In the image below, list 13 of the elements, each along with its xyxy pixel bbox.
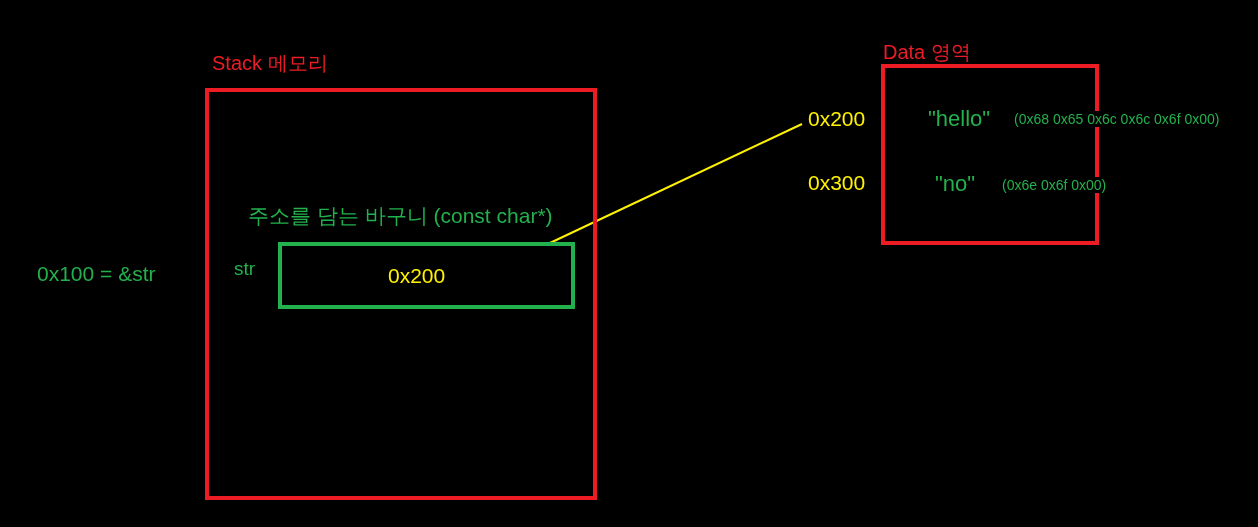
variable-name: str	[234, 258, 256, 280]
box-title: Stack 메모리	[212, 52, 328, 75]
box-title: Data 영역	[883, 41, 971, 64]
byte-values: (0x68 0x65 0x6c 0x6c 0x6f 0x00)	[1012, 111, 1222, 128]
box-title: 주소를 담는 바구니 (const char*)	[248, 204, 553, 229]
string-value: "hello"	[928, 106, 991, 132]
address-value: 0x200	[388, 264, 446, 289]
address-text: 0x300	[808, 171, 866, 196]
connector-line	[548, 123, 803, 244]
address-label: 0x100 = &str	[37, 262, 156, 287]
string-value: "no"	[935, 171, 976, 197]
byte-values: (0x6e 0x6f 0x00)	[1000, 177, 1109, 194]
address-text: 0x200	[808, 107, 866, 130]
